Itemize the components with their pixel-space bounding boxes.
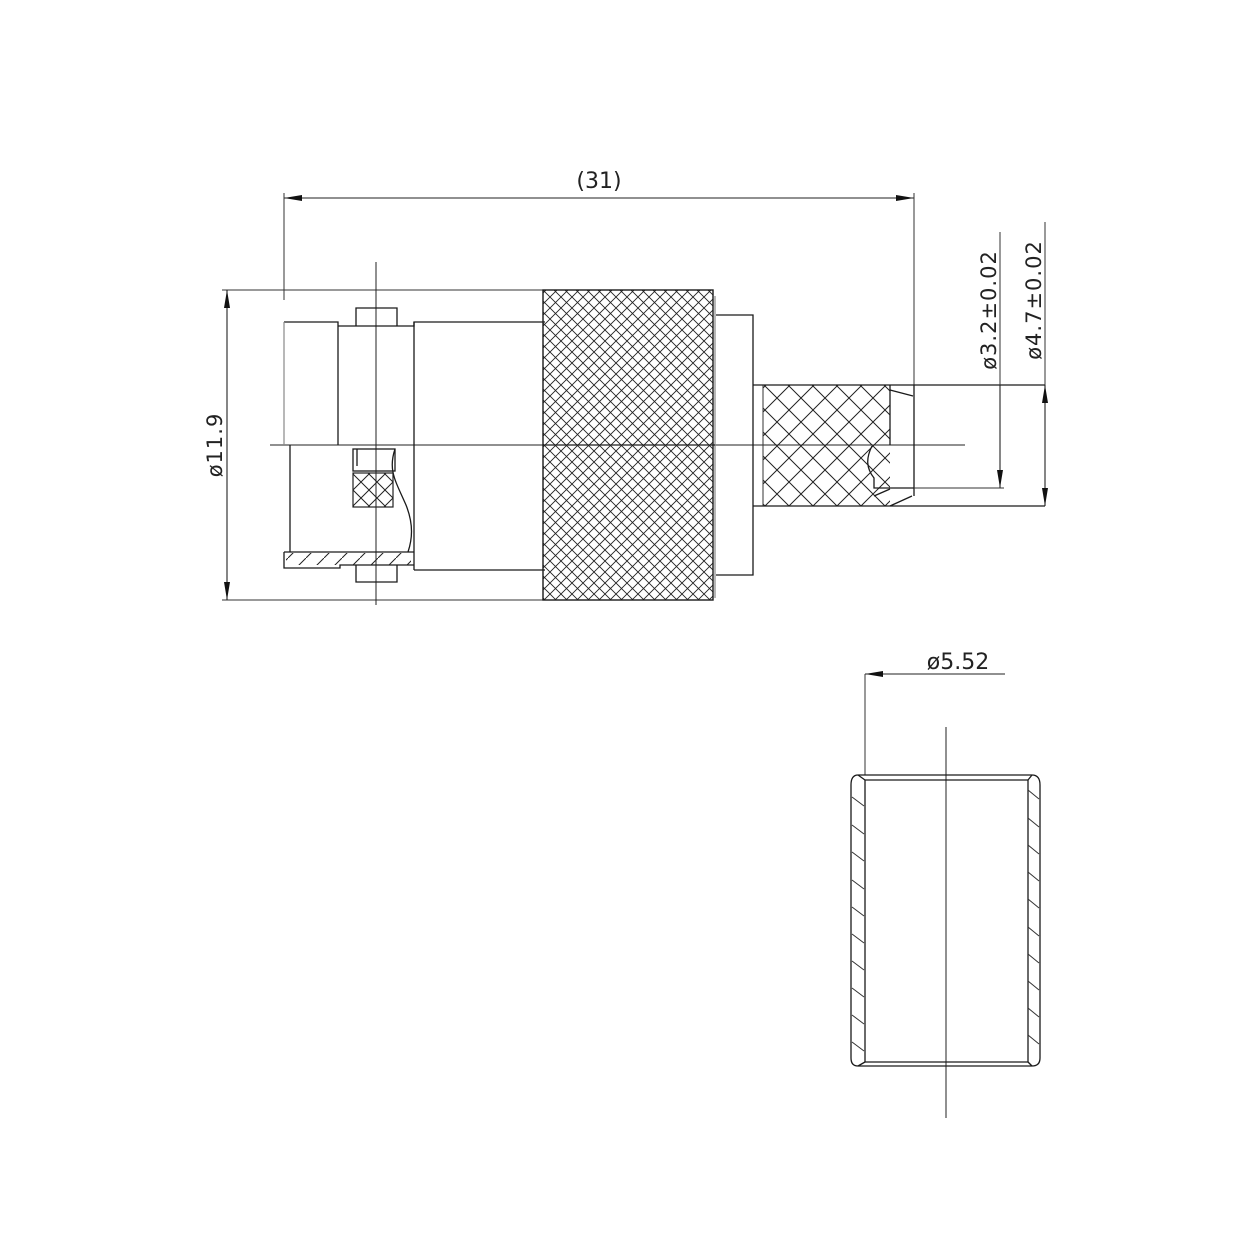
ferrule-right-wall-hatch (1027, 789, 1040, 1045)
inner-crimp-diameter-dimension: ø3.2±0.02 (914, 232, 1004, 489)
ferrule-diameter-dimension: ø5.52 (864, 650, 1005, 775)
outer-diameter-label: ø11.9 (203, 413, 227, 478)
outer-crimp-diameter-label: ø4.7±0.02 (1022, 240, 1046, 360)
connector-view: (31) ø11.9 (203, 169, 1048, 605)
ferrule-left-wall-hatch (851, 796, 865, 1052)
knurled-nut (542, 289, 716, 601)
overall-length-dimension: (31) (283, 169, 915, 390)
crimp-sleeve (753, 384, 1045, 507)
outer-crimp-diameter-dimension: ø4.7±0.02 (1022, 222, 1048, 506)
rear-body (716, 314, 754, 576)
inner-crimp-diameter-label: ø3.2±0.02 (977, 250, 1001, 370)
overall-length-label: (31) (576, 169, 621, 194)
outer-diameter-dimension: ø11.9 (203, 289, 545, 601)
ferrule-diameter-label: ø5.52 (927, 650, 989, 675)
ferrule-view: ø5.52 (850, 650, 1041, 1118)
coupling-body (283, 307, 545, 583)
